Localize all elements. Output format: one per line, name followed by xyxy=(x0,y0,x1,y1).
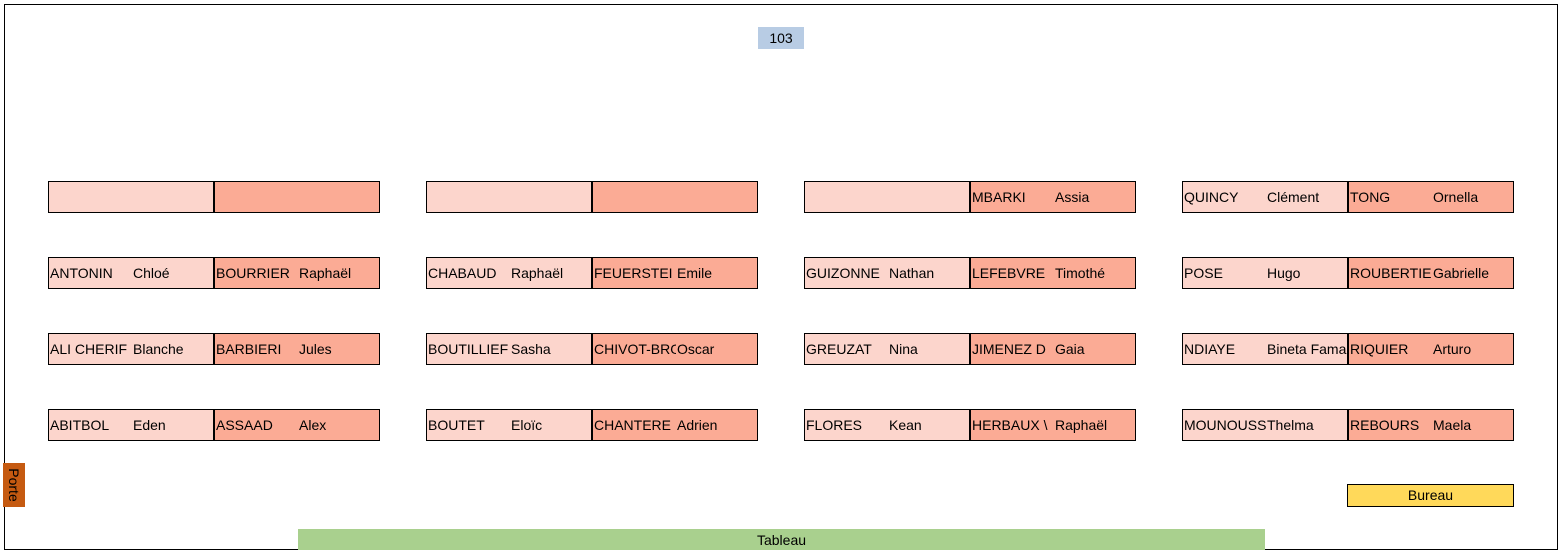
student-first-name: Gabrielle xyxy=(1433,265,1490,281)
student-first-name: Timothé xyxy=(1055,265,1106,281)
blackboard: Tableau xyxy=(298,529,1265,550)
student-last-name: TONG xyxy=(1350,189,1391,205)
seat: QUINCY Clément xyxy=(1182,181,1348,213)
student-first-name: Alex xyxy=(299,417,327,433)
student-first-name: Assia xyxy=(1055,189,1090,205)
seat: ASSAAD Alex xyxy=(214,409,380,441)
student-last-name: BOUTET xyxy=(428,417,485,433)
seat: GUIZONNE Nathan xyxy=(804,257,970,289)
seat: BARBIERI Jules xyxy=(214,333,380,365)
student-last-name: GUIZONNE xyxy=(806,265,880,281)
student-first-name: Jules xyxy=(299,341,332,357)
seat: FLORES Kean xyxy=(804,409,970,441)
student-first-name: Clément xyxy=(1267,189,1320,205)
student-first-name: Maela xyxy=(1433,417,1472,433)
student-first-name: Chloé xyxy=(133,265,170,281)
student-last-name: ALI CHERIF xyxy=(50,341,128,357)
student-last-name: CHANTERE xyxy=(594,417,672,433)
student-last-name: NDIAYE xyxy=(1184,341,1236,357)
seat: ALI CHERIF Blanche xyxy=(48,333,214,365)
seat xyxy=(804,181,970,213)
student-last-name: BOURRIER xyxy=(216,265,290,281)
student-first-name: Oscar xyxy=(677,341,715,357)
student-first-name: Arturo xyxy=(1433,341,1472,357)
student-first-name: Nathan xyxy=(889,265,935,281)
seat: REBOURS Maela xyxy=(1348,409,1514,441)
seat xyxy=(48,181,214,213)
student-first-name: Sasha xyxy=(511,341,551,357)
student-first-name: Adrien xyxy=(677,417,718,433)
student-last-name: FLORES xyxy=(806,417,863,433)
student-last-name: JIMENEZ D xyxy=(972,341,1046,357)
seat: JIMENEZ D Gaia xyxy=(970,333,1136,365)
student-first-name: Eloïc xyxy=(511,417,543,433)
student-last-name: MOUNOUSS xyxy=(1184,417,1266,433)
student-first-name: Kean xyxy=(889,417,922,433)
seat: ANTONIN Chloé xyxy=(48,257,214,289)
student-last-name: FEUERSTEI xyxy=(594,265,673,281)
student-last-name: ASSAAD xyxy=(216,417,273,433)
student-first-name: Gaia xyxy=(1055,341,1085,357)
student-first-name: Bineta Fama xyxy=(1267,341,1347,357)
seat: CHABAUD Raphaël xyxy=(426,257,592,289)
student-last-name: CHABAUD xyxy=(428,265,497,281)
student-first-name: Blanche xyxy=(133,341,184,357)
student-last-name: MBARKI xyxy=(972,189,1026,205)
student-first-name: Ornella xyxy=(1433,189,1479,205)
seat: GREUZAT Nina xyxy=(804,333,970,365)
room-number: 103 xyxy=(758,27,804,49)
student-first-name: Nina xyxy=(889,341,918,357)
student-last-name: BOUTILLIEF xyxy=(428,341,509,357)
student-last-name: BARBIERI xyxy=(216,341,282,357)
student-last-name: HERBAUX \ xyxy=(972,417,1048,433)
student-first-name: Emile xyxy=(677,265,713,281)
student-last-name: QUINCY xyxy=(1184,189,1239,205)
student-first-name: Raphaël xyxy=(1055,417,1108,433)
seat: MBARKI Assia xyxy=(970,181,1136,213)
student-first-name: Raphaël xyxy=(299,265,352,281)
student-first-name: Raphaël xyxy=(511,265,564,281)
student-last-name: RIQUIER xyxy=(1350,341,1409,357)
seat: ABITBOL Eden xyxy=(48,409,214,441)
student-last-name: ANTONIN xyxy=(50,265,113,281)
student-last-name: GREUZAT xyxy=(806,341,872,357)
student-last-name: REBOURS xyxy=(1350,417,1420,433)
student-first-name: Eden xyxy=(133,417,166,433)
seat: NDIAYE Bineta Fama xyxy=(1182,333,1348,365)
student-last-name: ROUBERTIE xyxy=(1350,265,1432,281)
student-first-name: Thelma xyxy=(1267,417,1314,433)
seat: HERBAUX \ Raphaël xyxy=(970,409,1136,441)
seat: POSE Hugo xyxy=(1182,257,1348,289)
seat: RIQUIER Arturo xyxy=(1348,333,1514,365)
door-label: Porte xyxy=(6,468,22,502)
seat: CHANTERE Adrien xyxy=(592,409,758,441)
seat: BOURRIER Raphaël xyxy=(214,257,380,289)
student-last-name: POSE xyxy=(1184,265,1223,281)
seat xyxy=(592,181,758,213)
seat: LEFEBVRE Timothé xyxy=(970,257,1136,289)
student-last-name: CHIVOT-BRO xyxy=(594,341,676,357)
door: Porte xyxy=(3,463,25,507)
seat xyxy=(426,181,592,213)
student-last-name: ABITBOL xyxy=(50,417,110,433)
seat: TONG Ornella xyxy=(1348,181,1514,213)
seat: BOUTET Eloïc xyxy=(426,409,592,441)
teacher-desk: Bureau xyxy=(1347,484,1514,507)
seat xyxy=(214,181,380,213)
student-first-name: Hugo xyxy=(1267,265,1301,281)
student-last-name: LEFEBVRE xyxy=(972,265,1046,281)
